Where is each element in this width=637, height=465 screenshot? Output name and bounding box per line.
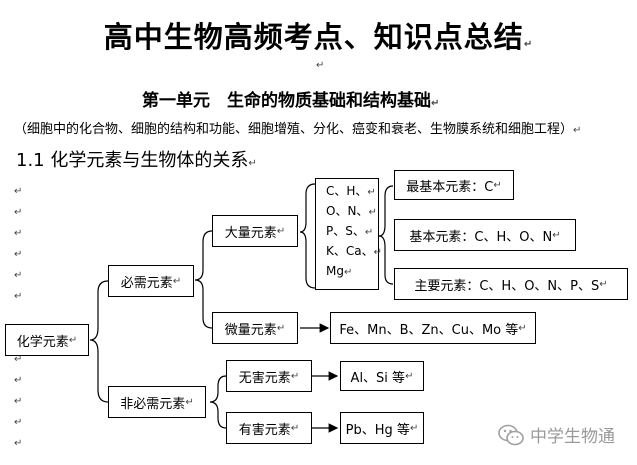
paragraph-mark: ↵ [14, 228, 23, 239]
list-item: C、H、↵ [326, 184, 376, 198]
harmless-element-list: Al、Si 等↵ [340, 361, 424, 391]
unit-title: 第一单元 生命的物质基础和结构基础↵ [142, 91, 440, 111]
harmful-node: 有害元素↵ [226, 412, 312, 444]
list-item: P、S、↵ [326, 224, 374, 238]
basic-elements-node: 基本元素：C、H、O、N↵ [394, 219, 576, 251]
essential-node: 必需元素↵ [108, 265, 194, 297]
micro-element-list: Fe、Mn、B、Zn、Cu、Mo 等↵ [330, 312, 536, 344]
macro-element-list: C、H、↵ O、N、↵ P、S、↵ K、Ca、↵ Mg↵ [315, 178, 382, 290]
watermark-text: 中学生物通 [530, 427, 615, 447]
document-title: 高中生物高频考点、知识点总结↵ [103, 20, 534, 54]
non-essential-bracket [209, 375, 227, 429]
section-heading: 1.1 化学元素与生物体的关系↵ [16, 150, 257, 171]
most-basic-element-node: 最基本元素：C↵ [394, 170, 514, 200]
macro-node: 大量元素↵ [212, 215, 298, 247]
list-item: Mg↵ [326, 264, 353, 278]
element-list-bracket [378, 185, 394, 285]
watermark: 中学生物通 [498, 422, 615, 447]
list-item: O、N、↵ [326, 204, 377, 218]
paragraph-mark: ↵ [14, 291, 23, 302]
macro-bracket [299, 183, 316, 289]
micro-node: 微量元素↵ [212, 312, 298, 344]
wechat-icon [498, 424, 524, 445]
harmful-element-list: Pb、Hg 等↵ [340, 412, 424, 444]
root-node: 化学元素↵ [5, 324, 89, 356]
unit-subtitle: （细胞中的化合物、细胞的结构和功能、细胞增殖、分化、癌变和衰老、生物膜系统和细胞… [14, 122, 582, 137]
non-essential-node: 非必需元素↵ [108, 386, 206, 418]
paragraph-mark: ↵ [14, 207, 23, 218]
main-elements-node: 主要元素：C、H、O、N、P、S↵ [394, 268, 628, 300]
paragraph-mark: ↵ [14, 438, 23, 449]
paragraph-mark: ↵ [14, 270, 23, 281]
harmless-node: 无害元素↵ [226, 360, 312, 392]
list-item: K、Ca、↵ [326, 244, 382, 258]
paragraph-mark: ↵ [14, 249, 23, 260]
paragraph-mark: ↵ [14, 354, 23, 365]
paragraph-mark: ↵ [14, 417, 23, 428]
paragraph-mark: ↵ [316, 60, 325, 71]
essential-bracket [194, 230, 213, 329]
root-bracket [89, 280, 109, 403]
paragraph-mark: ↵ [14, 375, 23, 386]
paragraph-mark: ↵ [14, 186, 23, 197]
paragraph-mark: ↵ [14, 396, 23, 407]
